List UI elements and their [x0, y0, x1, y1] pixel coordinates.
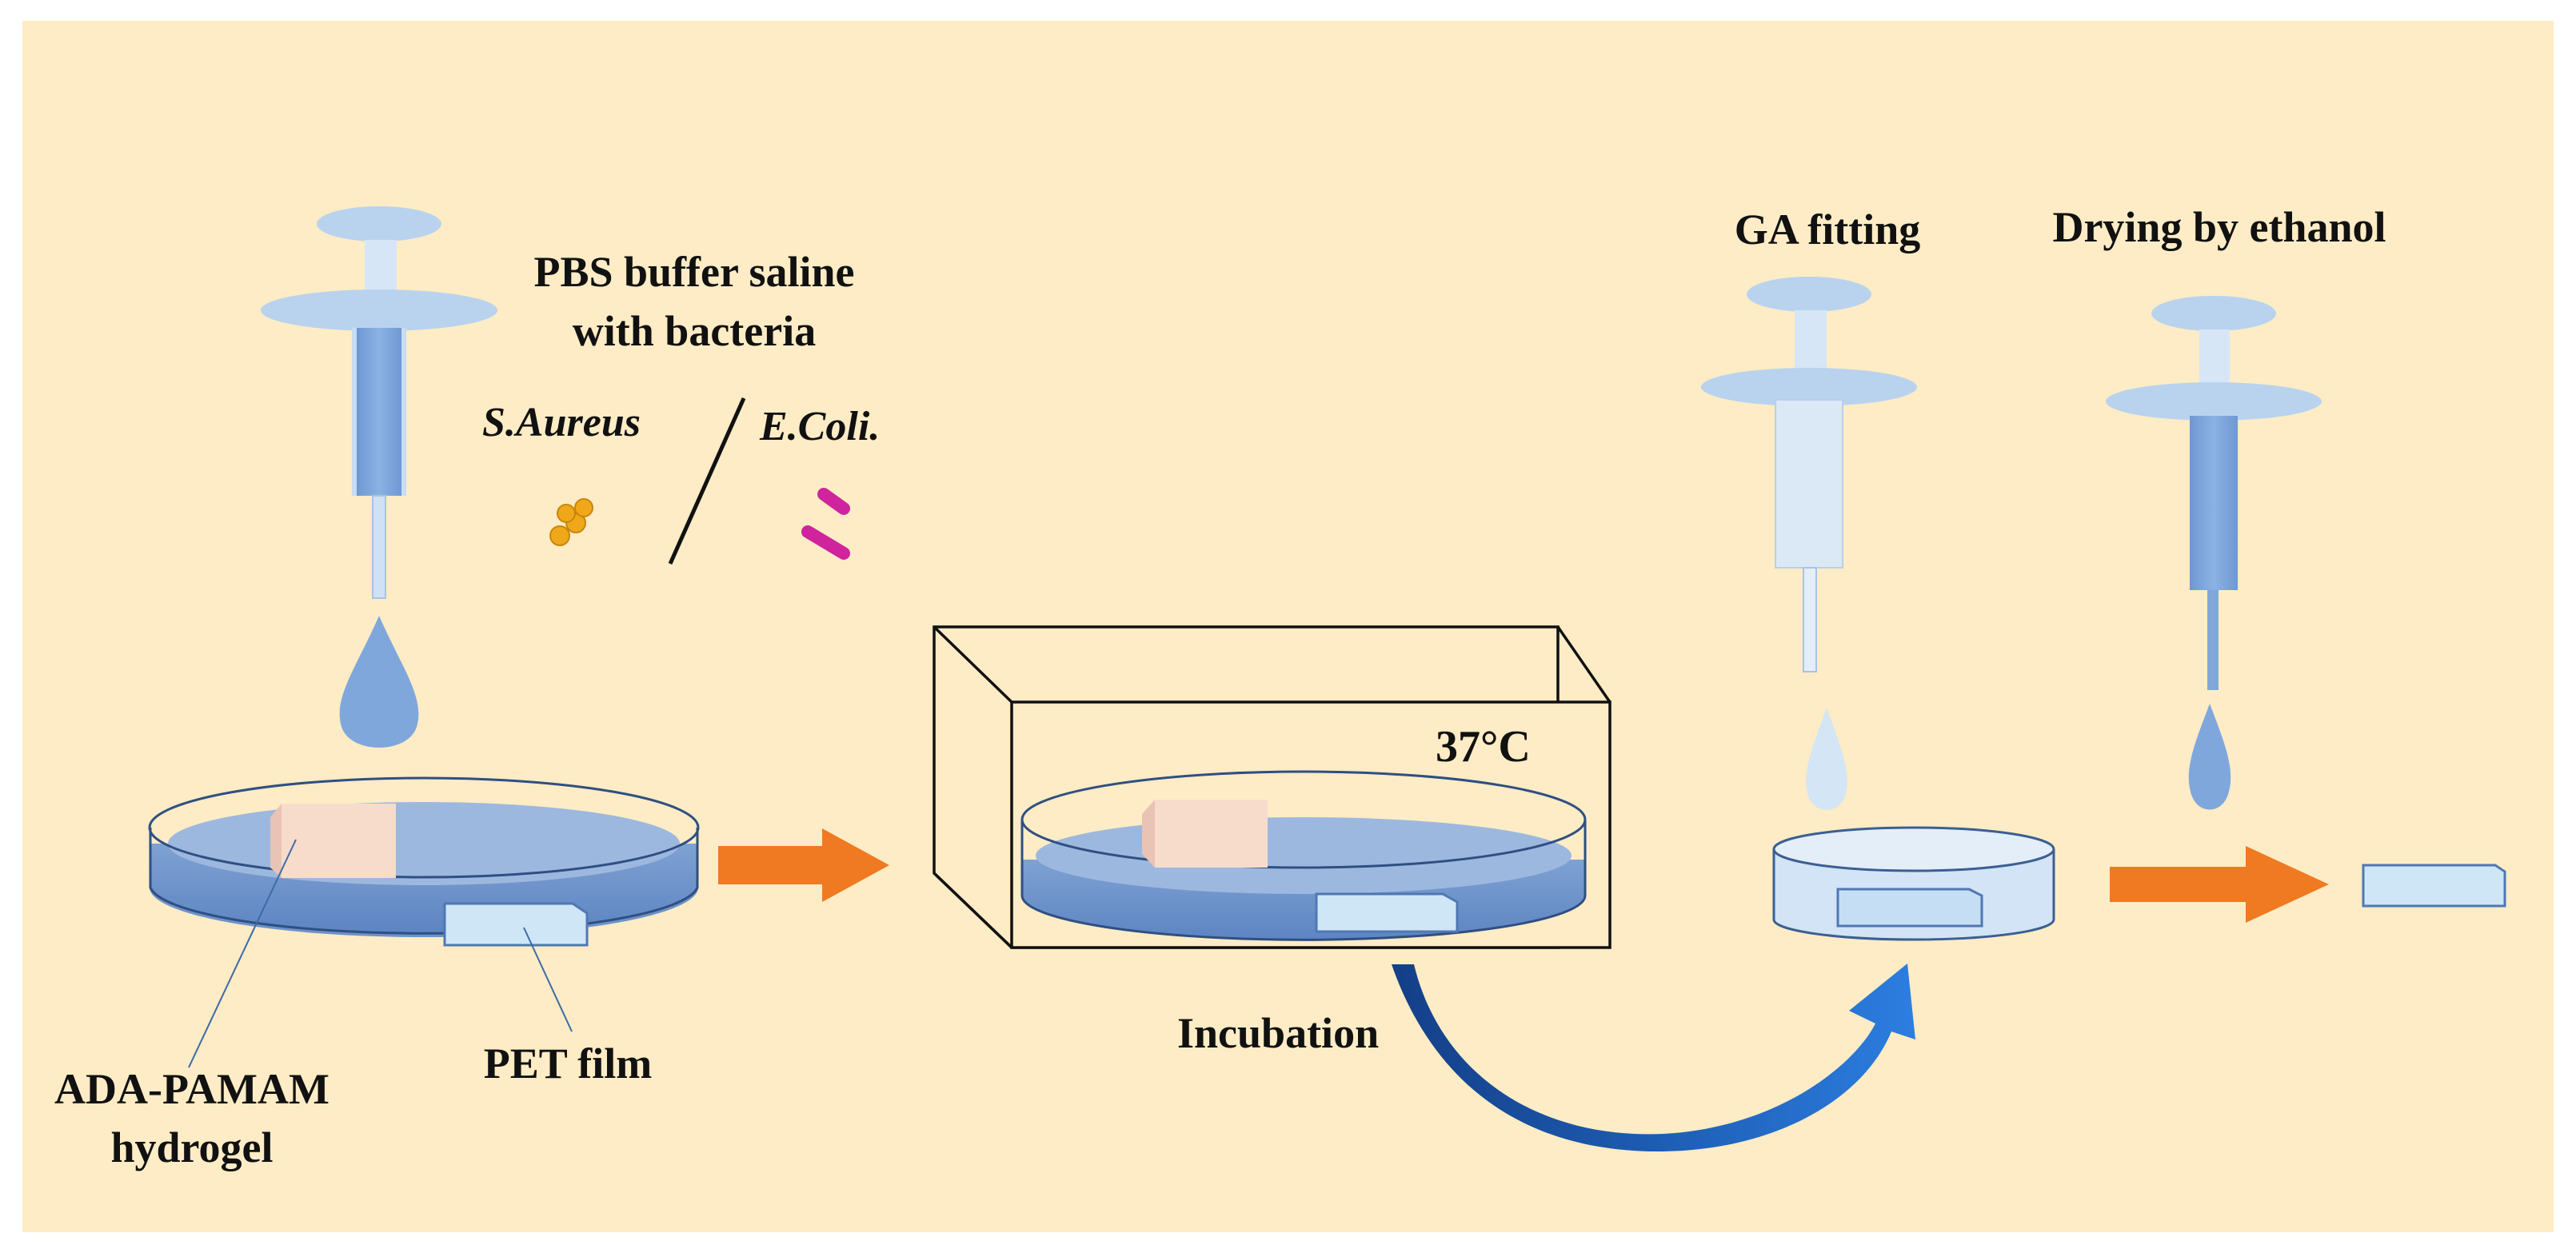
pbs-label-line1: PBS buffer saline — [533, 248, 854, 296]
hydrogel-label-line2: hydrogel — [110, 1123, 273, 1171]
process-arrow-2 — [2110, 846, 2329, 923]
drop-1 — [339, 616, 419, 748]
incubation-label: Incubation — [1177, 1009, 1379, 1057]
temperature-label: 37°C — [1436, 722, 1531, 772]
pet-film-2 — [1315, 892, 1459, 933]
ga-fitting-label: GA fitting — [1735, 206, 1921, 253]
hydrogel-leader-line — [188, 839, 297, 1068]
s-aureus-label: S.Aureus — [482, 400, 641, 445]
pet-film-3 — [1836, 888, 1983, 928]
syringe-1 — [261, 206, 497, 599]
bacteria-separator-line — [668, 397, 746, 565]
pbs-label-line2: with bacteria — [573, 307, 816, 355]
drying-label: Drying by ethanol — [2052, 203, 2386, 251]
hydrogel-block-2 — [1142, 800, 1268, 868]
drop-2 — [1806, 708, 1847, 810]
e-coli-bacteria-icon — [801, 488, 850, 560]
hydrogel-block-1 — [270, 804, 396, 878]
syringe-2 — [1701, 277, 1917, 672]
incubation-arrow — [1392, 964, 1915, 1152]
syringe-3 — [2106, 296, 2322, 690]
pet-film-dried — [2362, 864, 2506, 908]
s-aureus-bacteria-icon — [549, 498, 593, 546]
process-arrow-1 — [718, 828, 889, 902]
pet-film-1 — [443, 902, 589, 947]
pet-leader-line — [523, 927, 573, 1032]
e-coli-label: E.Coli. — [759, 404, 880, 449]
drop-3 — [2188, 704, 2231, 810]
pet-film-label: PET film — [484, 1040, 653, 1087]
hydrogel-label-line1: ADA-PAMAM — [54, 1065, 329, 1113]
